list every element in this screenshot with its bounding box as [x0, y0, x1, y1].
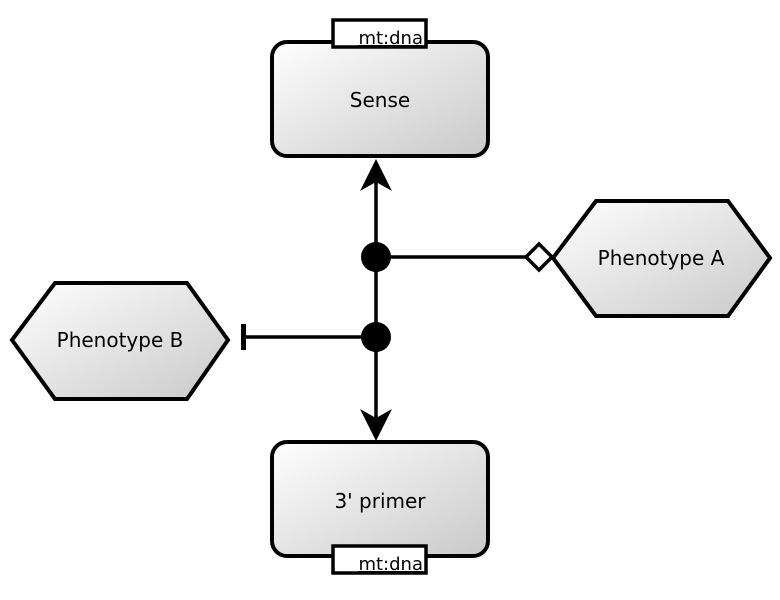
node-phenotype-a-shape[interactable]	[550, 199, 773, 318]
node-3-primer-badge[interactable]	[331, 544, 428, 575]
arrowhead-up-icon	[360, 159, 392, 191]
junction-circle-top[interactable]	[361, 242, 391, 272]
node-sense-badge-label: mt:dna	[358, 28, 423, 49]
node-3-primer-badge-label: mt:dna	[358, 554, 423, 575]
node-phenotype-b-shape[interactable]	[9, 281, 231, 401]
node-phenotype-a-label: Phenotype A	[598, 246, 725, 270]
open-diamond-icon	[523, 241, 555, 273]
node-3-primer-label: 3' primer	[334, 489, 426, 513]
node-phenotype-b-label: Phenotype B	[57, 328, 184, 352]
junction-circle-bottom[interactable]	[361, 322, 391, 352]
node-sense-label: Sense	[350, 88, 410, 112]
arrowhead-down-icon	[360, 409, 392, 441]
node-sense-badge[interactable]	[331, 18, 428, 49]
